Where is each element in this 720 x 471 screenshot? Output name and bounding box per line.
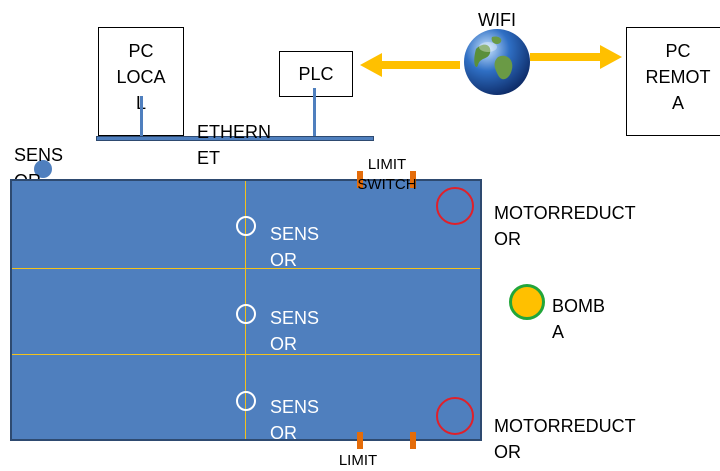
grid-line-horizontal-1 bbox=[12, 268, 480, 269]
sensor-2-label: SENS OR bbox=[270, 308, 320, 354]
bomba-label: BOMB A bbox=[552, 296, 606, 342]
plc-label: PLC bbox=[298, 64, 334, 84]
arrow-to-plc bbox=[360, 53, 460, 77]
sensor-ring-3 bbox=[236, 391, 256, 411]
limit-switch-tab-top-left bbox=[357, 171, 363, 188]
sensor-dot bbox=[34, 160, 52, 178]
pc-remota-label: PC REMOT A bbox=[645, 41, 711, 113]
motor-ring-top bbox=[436, 187, 474, 225]
limit-switch-tab-bottom-right bbox=[410, 432, 416, 449]
limit-bottom-label: LIMIT bbox=[338, 452, 378, 469]
limit-switch-tab-top-right bbox=[410, 171, 416, 188]
sensor-ring-2 bbox=[236, 304, 256, 324]
globe-icon bbox=[464, 29, 530, 95]
plc-box bbox=[279, 51, 353, 97]
motor-ring-bottom bbox=[436, 397, 474, 435]
sensor-3-label: SENS OR bbox=[270, 397, 320, 443]
ethernet-bus bbox=[96, 136, 374, 141]
pc-remota-box bbox=[626, 27, 720, 136]
sensor-1-label: SENS OR bbox=[270, 224, 320, 270]
wifi-label: WIFI bbox=[478, 10, 516, 30]
plc-connector bbox=[313, 88, 316, 141]
arrow-to-pc-remota bbox=[530, 45, 622, 69]
motor-bottom-label: MOTORREDUCT OR bbox=[494, 416, 636, 462]
pc-local-connector bbox=[140, 96, 143, 141]
motor-top-label: MOTORREDUCT OR bbox=[494, 203, 636, 249]
limit-switch-top-label: LIMIT SWITCH bbox=[357, 156, 417, 193]
pump-icon bbox=[509, 284, 545, 320]
grid-line-horizontal-2 bbox=[12, 354, 480, 355]
ethernet-label: ETHERN ET bbox=[197, 122, 272, 168]
sensor-ring-1 bbox=[236, 216, 256, 236]
limit-switch-tab-bottom-left bbox=[357, 432, 363, 449]
